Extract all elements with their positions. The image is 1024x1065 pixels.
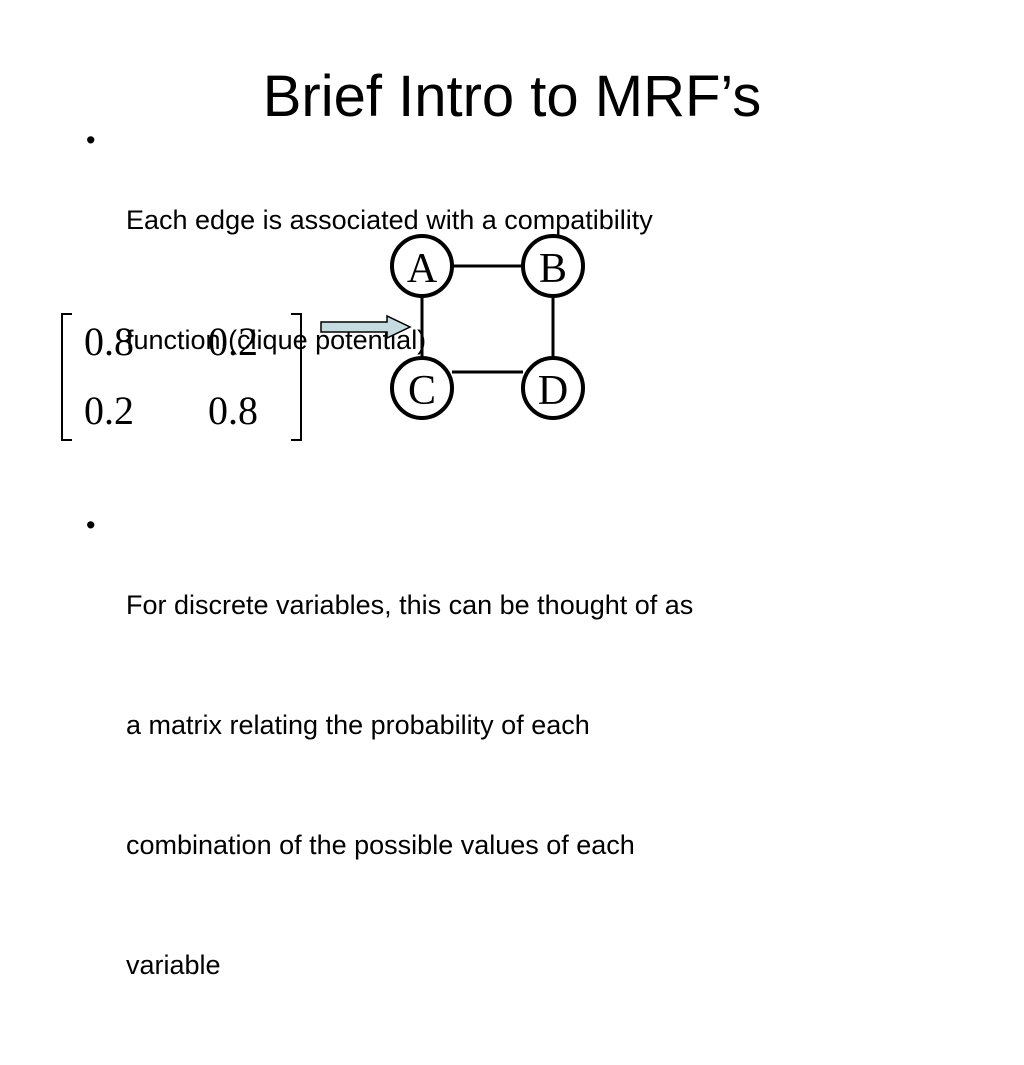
bullet-line: a matrix relating the probability of eac…	[126, 710, 590, 740]
node-b: B	[521, 234, 585, 298]
matrix-cell: 0.8	[84, 319, 134, 364]
bullet-symbol: •	[86, 125, 96, 155]
bullet-line: combination of the possible values of ea…	[126, 830, 635, 860]
node-label: B	[539, 246, 567, 292]
bullet-line: Each edge is associated with a compatibi…	[126, 205, 653, 235]
matrix-right-bracket	[291, 313, 302, 441]
bullet-text-2: For discrete variables, this can be thou…	[126, 505, 693, 1065]
bullet-item-2: • For discrete variables, this can be th…	[86, 505, 886, 980]
matrix-cell: 0.2	[84, 388, 134, 433]
mrf-diagram: 0.8 0.2 0.2 0.8 A B C D	[61, 234, 585, 441]
node-label: D	[538, 368, 568, 414]
matrix-cell: 0.8	[208, 388, 258, 433]
node-label: A	[407, 246, 438, 292]
node-label: C	[408, 368, 436, 414]
matrix-cell: 0.2	[208, 319, 258, 364]
node-c: C	[390, 356, 454, 420]
bullet-line: For discrete variables, this can be thou…	[126, 590, 694, 620]
slide-title: Brief Intro to MRF’s	[262, 64, 762, 129]
node-d: D	[521, 356, 585, 420]
bullet-line: variable	[126, 950, 221, 980]
node-a: A	[390, 234, 454, 298]
matrix-left-bracket	[61, 313, 72, 441]
bullet-symbol: •	[86, 510, 96, 540]
arrow-icon	[320, 314, 412, 340]
